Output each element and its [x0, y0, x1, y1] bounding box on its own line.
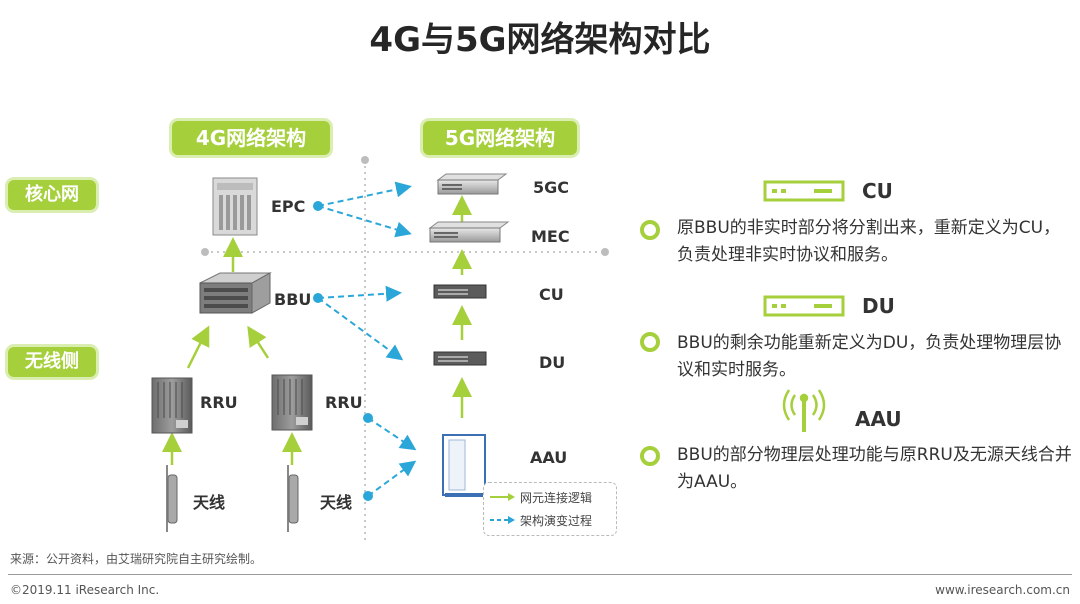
- copyright: ©2019.11 iResearch Inc.: [10, 583, 160, 597]
- 5gc-server-icon: [436, 173, 508, 195]
- page-title: 4G与5G网络架构对比: [369, 20, 711, 60]
- epc-label: EPC: [271, 197, 306, 216]
- legend: 网元连接逻辑 架构演变过程: [483, 482, 617, 536]
- du-heading: DU: [862, 294, 895, 318]
- rru-label-1: RRU: [200, 393, 238, 412]
- antenna-label-1: 天线: [193, 493, 226, 512]
- source-note: 来源：公开资料，由艾瑞研究院自主研究绘制。: [10, 552, 263, 566]
- antenna-label-2: 天线: [320, 493, 353, 512]
- aau-bullet-icon: [640, 446, 660, 466]
- core-network-label: 核心网: [8, 180, 96, 210]
- axis-dot-left: [201, 248, 209, 256]
- bbu-label: BBU: [274, 290, 312, 309]
- logic-arrows-4g: [162, 237, 302, 465]
- website-link[interactable]: www.iresearch.com.cn: [935, 583, 1070, 597]
- antenna-icon-1: [166, 465, 178, 532]
- legend-logic-arrow-icon: [490, 493, 515, 501]
- rru-device-icon-2: [271, 374, 313, 431]
- cu-description: 原BBU的非实时部分将分割出来，重新定义为CU，负责处理非实时协议和服务。: [677, 218, 1061, 265]
- 5gc-label: 5GC: [533, 178, 570, 197]
- cu-heading: CU: [862, 179, 893, 203]
- du-label: DU: [539, 353, 566, 372]
- radio-side-label: 无线侧: [8, 347, 96, 377]
- axis-dot-top: [361, 156, 369, 164]
- aau-description: BBU的部分物理层处理功能与原RRU及无源天线合并为AAU。: [677, 445, 1072, 492]
- mec-server-icon: [428, 221, 510, 243]
- aau-heading: AAU: [855, 407, 902, 431]
- cu-label: CU: [539, 285, 564, 304]
- du-server-icon: [763, 295, 845, 317]
- evolution-arrows: [317, 181, 417, 497]
- divider-lines: [205, 160, 605, 540]
- mec-label: MEC: [531, 227, 570, 246]
- rru-label-2: RRU: [325, 393, 363, 412]
- aau-label: AAU: [530, 448, 568, 467]
- legend-evolve-arrow-icon: [490, 516, 515, 524]
- axis-dot-right: [601, 248, 609, 256]
- footer-divider: [8, 574, 1072, 575]
- cu-device-icon: [433, 284, 487, 299]
- aau-device-icon: [442, 434, 486, 497]
- evolution-dots: [313, 201, 373, 501]
- arch-5g-label: 5G网络架构: [423, 121, 577, 155]
- du-device-icon: [433, 351, 487, 366]
- legend-logic-label: 网元连接逻辑: [520, 491, 593, 505]
- epc-device-icon: [212, 177, 258, 236]
- cu-server-icon: [763, 180, 845, 202]
- du-description: BBU的剩余功能重新定义为DU，负责处理物理层协议和实时服务。: [677, 333, 1062, 380]
- du-bullet-icon: [640, 332, 660, 352]
- rru-device-icon-1: [151, 377, 193, 434]
- aau-antenna-signal-icon: [782, 389, 826, 432]
- bbu-device-icon: [199, 272, 272, 314]
- antenna-icon-2: [287, 465, 299, 532]
- arch-4g-label: 4G网络架构: [172, 121, 330, 155]
- cu-bullet-icon: [640, 220, 660, 240]
- legend-evolve-label: 架构演变过程: [520, 514, 593, 528]
